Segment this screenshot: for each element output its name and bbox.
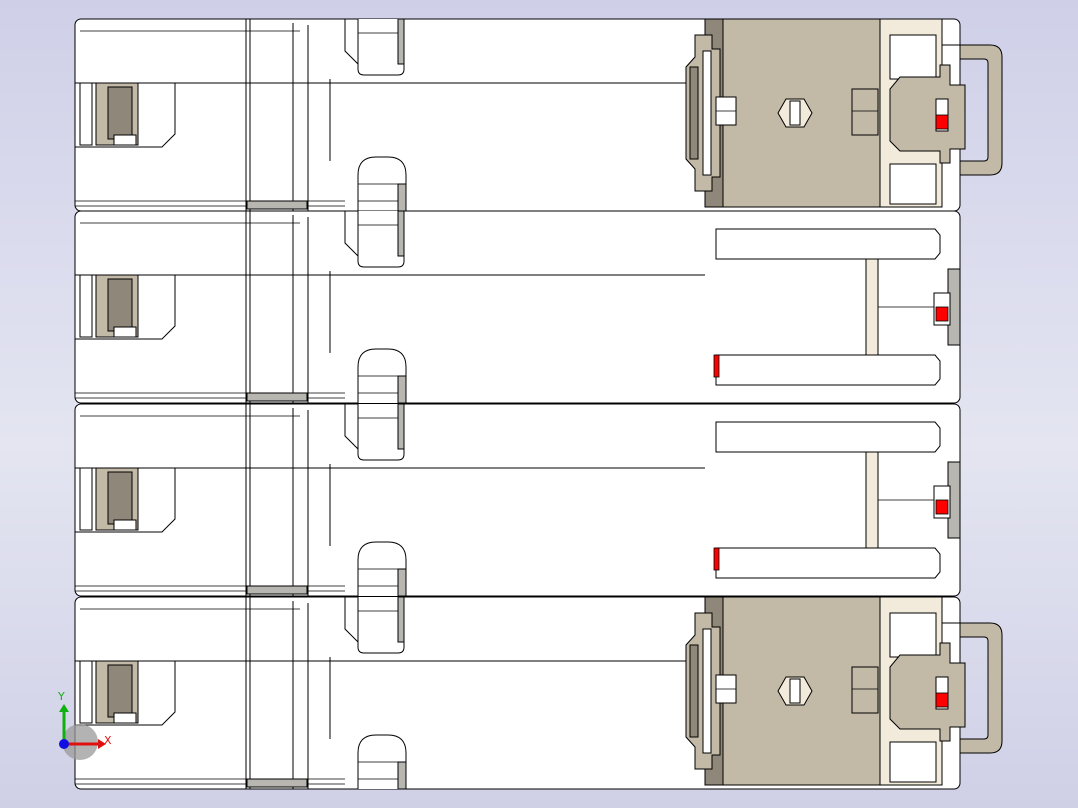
- top-slot-shade: [397, 403, 405, 450]
- left-insert-tab: [113, 134, 137, 146]
- terminal-clamp-shade: [689, 644, 699, 738]
- ledge-shade: [246, 200, 308, 210]
- left-insert-shade: [107, 278, 133, 332]
- top-slot-shade: [397, 596, 405, 643]
- left-insert-tab: [113, 712, 137, 724]
- pole-2[interactable]: [74, 210, 961, 404]
- z-axis-origin: [59, 739, 69, 749]
- left-insert-shade: [107, 471, 133, 525]
- indicator-red: [935, 692, 949, 708]
- upper-rail: [715, 228, 941, 260]
- bottom-slot-shade: [397, 375, 407, 404]
- bottom-slot-shade: [397, 183, 407, 212]
- lower-rail-marker: [713, 547, 720, 571]
- coordinate-triad[interactable]: XY: [57, 690, 112, 760]
- clamp-upper: [889, 612, 937, 658]
- left-profile: [75, 660, 176, 726]
- pole-3[interactable]: [74, 403, 961, 597]
- top-slot: [357, 404, 405, 461]
- connecting-bar: [865, 258, 879, 356]
- loop-handle: [942, 622, 1003, 754]
- left-clip: [79, 82, 93, 146]
- y-axis-label: Y: [57, 690, 65, 703]
- x-axis-label: X: [104, 734, 112, 747]
- indicator-red: [935, 306, 949, 322]
- bottom-slot-shade: [397, 761, 407, 790]
- pole-1[interactable]: [74, 18, 1003, 212]
- indicator-red: [935, 499, 949, 515]
- left-profile: [75, 274, 176, 340]
- left-insert-shade: [107, 664, 133, 718]
- top-slot: [357, 211, 405, 268]
- pole-4[interactable]: [74, 596, 1003, 790]
- bottom-slot-shade: [397, 568, 407, 597]
- indicator-red: [935, 114, 949, 130]
- ledge-shade: [246, 778, 308, 788]
- top-slot: [357, 19, 405, 76]
- left-clip: [79, 467, 93, 531]
- lower-rail: [715, 547, 941, 579]
- clamp-jaw: [889, 642, 966, 742]
- clamp-lower: [889, 163, 937, 205]
- left-clip: [79, 274, 93, 338]
- housing-tab: [851, 88, 879, 136]
- left-insert-tab: [113, 519, 137, 531]
- upper-rail: [715, 421, 941, 453]
- top-slot-shade: [397, 210, 405, 257]
- clamp-upper: [889, 34, 937, 80]
- housing-tab: [851, 666, 879, 714]
- left-profile: [75, 82, 176, 148]
- clamp-lower: [889, 741, 937, 783]
- x-arrow: [98, 739, 106, 749]
- connecting-bar: [865, 451, 879, 549]
- lower-rail: [715, 354, 941, 386]
- hex-screw-highlight: [789, 678, 801, 704]
- ledge-shade: [246, 585, 308, 595]
- left-clip: [79, 660, 93, 724]
- triad-shadow-disc: [62, 724, 98, 760]
- hex-screw-highlight: [789, 100, 801, 126]
- left-profile: [75, 467, 176, 533]
- y-arrow: [59, 704, 69, 712]
- left-insert-tab: [113, 326, 137, 338]
- loop-handle: [942, 44, 1003, 176]
- top-slot-shade: [397, 18, 405, 65]
- ledge-shade: [246, 392, 308, 402]
- lower-rail-marker: [713, 354, 720, 378]
- top-slot: [357, 597, 405, 654]
- clamp-jaw: [889, 64, 966, 164]
- terminal-clamp-face: [702, 628, 712, 754]
- left-insert-shade: [107, 86, 133, 140]
- terminal-clamp-face: [702, 50, 712, 176]
- terminal-clamp-shade: [689, 66, 699, 160]
